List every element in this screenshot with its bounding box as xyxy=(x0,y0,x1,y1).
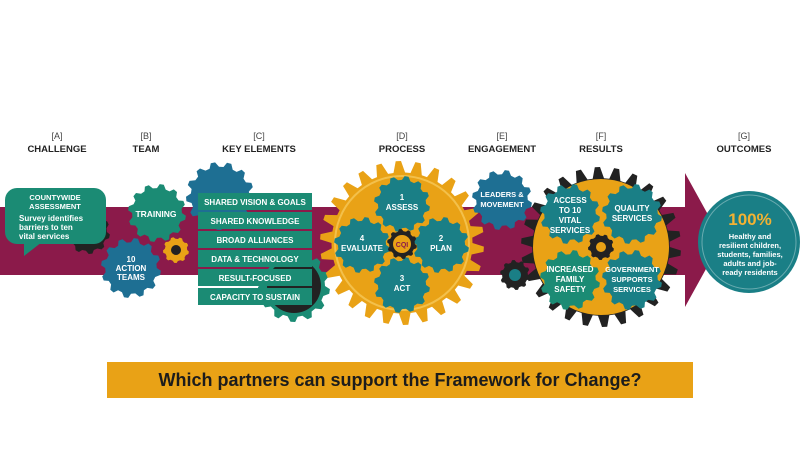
svg-text:resilient children,: resilient children, xyxy=(719,241,781,250)
header-letter-d: [D] xyxy=(396,131,408,141)
svg-text:students, families,: students, families, xyxy=(717,250,782,259)
result-gear-quality xyxy=(602,184,662,244)
header-letter-f: [F] xyxy=(596,131,607,141)
header-title-challenge: CHALLENGE xyxy=(27,144,86,155)
action-teams-gear xyxy=(101,238,161,298)
process-step-plan: 2 PLAN xyxy=(430,234,452,253)
svg-text:ready residents: ready residents xyxy=(722,268,777,277)
process-gear-assess xyxy=(374,176,430,232)
process-step-assess: 1 ASSESS xyxy=(386,193,419,212)
svg-text:MOVEMENT: MOVEMENT xyxy=(480,200,524,209)
svg-text:4: 4 xyxy=(360,234,365,243)
result-family-safety: INCREASED FAMILY SAFETY xyxy=(546,265,593,294)
svg-text:FAMILY: FAMILY xyxy=(556,275,585,284)
challenge-body-line-3: vital services xyxy=(19,232,70,241)
challenge-title-line-1: COUNTYWIDE xyxy=(29,193,80,202)
key-element-4: DATA & TECHNOLOGY xyxy=(211,255,299,264)
svg-text:SERVICES: SERVICES xyxy=(550,226,591,235)
key-element-5: RESULT-FOCUSED xyxy=(219,274,292,283)
results-center-gear-hub xyxy=(596,242,606,252)
svg-text:GOVERNMENT: GOVERNMENT xyxy=(605,265,659,274)
header-title-results: RESULTS xyxy=(579,144,623,155)
process-gear-plan xyxy=(413,217,469,273)
svg-text:Healthy and: Healthy and xyxy=(729,232,772,241)
key-element-2: SHARED KNOWLEDGE xyxy=(211,217,301,226)
svg-text:3: 3 xyxy=(400,274,405,283)
header-letter-e: [E] xyxy=(496,131,507,141)
header-letter-g: [G] xyxy=(738,131,750,141)
result-quality-services: QUALITY SERVICES xyxy=(612,204,653,223)
process-step-evaluate: 4 EVALUATE xyxy=(341,234,384,253)
svg-text:INCREASED: INCREASED xyxy=(546,265,593,274)
result-gear-government xyxy=(602,250,662,310)
header-letter-b: [B] xyxy=(140,131,151,141)
header-title-outcomes: OUTCOMES xyxy=(717,144,772,155)
key-element-6: CAPACITY TO SUSTAIN xyxy=(210,293,300,302)
svg-text:QUALITY: QUALITY xyxy=(614,204,650,213)
svg-text:SERVICES: SERVICES xyxy=(612,214,653,223)
svg-text:EVALUATE: EVALUATE xyxy=(341,244,384,253)
svg-text:VITAL: VITAL xyxy=(559,216,582,225)
svg-text:adults and job-: adults and job- xyxy=(723,259,777,268)
svg-text:PLAN: PLAN xyxy=(430,244,452,253)
svg-text:LEADERS &: LEADERS & xyxy=(480,190,524,199)
challenge-body-line-2: barriers to ten xyxy=(19,223,73,232)
training-gear xyxy=(128,184,186,242)
header-letter-c: [C] xyxy=(253,131,265,141)
header-title-engagement: ENGAGEMENT xyxy=(468,144,536,155)
svg-text:TEAMS: TEAMS xyxy=(117,273,146,282)
cqi-label: CQI xyxy=(396,242,409,249)
small-gold-gear-hub xyxy=(171,245,181,255)
svg-text:ACTION: ACTION xyxy=(116,264,147,273)
training-label: TRAINING xyxy=(135,209,176,219)
cqi-gear-hub xyxy=(393,235,411,253)
svg-text:SERVICES: SERVICES xyxy=(613,285,651,294)
key-elements-list: SHARED VISION & GOALS SHARED KNOWLEDGE B… xyxy=(198,193,312,305)
svg-text:1: 1 xyxy=(400,193,405,202)
challenge-bubble: COUNTYWIDE ASSESSMENT Survey identifies … xyxy=(5,188,106,256)
result-gear-safety xyxy=(540,250,600,310)
key-element-1: SHARED VISION & GOALS xyxy=(204,198,306,207)
svg-text:TO 10: TO 10 xyxy=(559,206,582,215)
header-title-process: PROCESS xyxy=(379,144,425,155)
challenge-body-line-1: Survey identifies xyxy=(19,214,84,223)
svg-text:ACT: ACT xyxy=(394,284,411,293)
question-text: Which partners can support the Framework… xyxy=(158,369,642,390)
header-letter-a: [A] xyxy=(51,131,62,141)
result-gear-access xyxy=(540,184,600,244)
header-title-team: TEAM xyxy=(133,144,160,155)
process-gear-act xyxy=(374,257,430,313)
key-element-3: BROAD ALLIANCES xyxy=(216,236,294,245)
engagement-label: LEADERS & MOVEMENT xyxy=(480,190,524,209)
svg-text:SUPPORTS: SUPPORTS xyxy=(611,275,652,284)
svg-text:10: 10 xyxy=(127,255,136,264)
header-title-key-elements: KEY ELEMENTS xyxy=(222,144,296,155)
action-teams-label: 10 ACTION TEAMS xyxy=(116,255,147,282)
engagement-dark-gear-hub xyxy=(509,269,521,281)
outcome-circle: 100% Healthy and resilient children, stu… xyxy=(698,191,800,293)
question-banner: Which partners can support the Framework… xyxy=(107,362,693,398)
section-headers: [A] CHALLENGE [B] TEAM [C] KEY ELEMENTS … xyxy=(27,131,771,155)
svg-text:SAFETY: SAFETY xyxy=(554,285,586,294)
outcome-percent: 100% xyxy=(728,210,771,229)
challenge-title-line-2: ASSESSMENT xyxy=(29,202,81,211)
gear-layer xyxy=(66,161,681,327)
svg-text:ASSESS: ASSESS xyxy=(386,203,419,212)
engagement-gear xyxy=(472,170,532,230)
svg-text:ACCESS: ACCESS xyxy=(553,196,587,205)
result-government-supports: GOVERNMENT SUPPORTS SERVICES xyxy=(605,265,659,294)
svg-text:2: 2 xyxy=(439,234,444,243)
result-access-services: ACCESS TO 10 VITAL SERVICES xyxy=(550,196,591,235)
process-step-act: 3 ACT xyxy=(394,274,411,293)
process-gear-evaluate xyxy=(334,217,390,273)
